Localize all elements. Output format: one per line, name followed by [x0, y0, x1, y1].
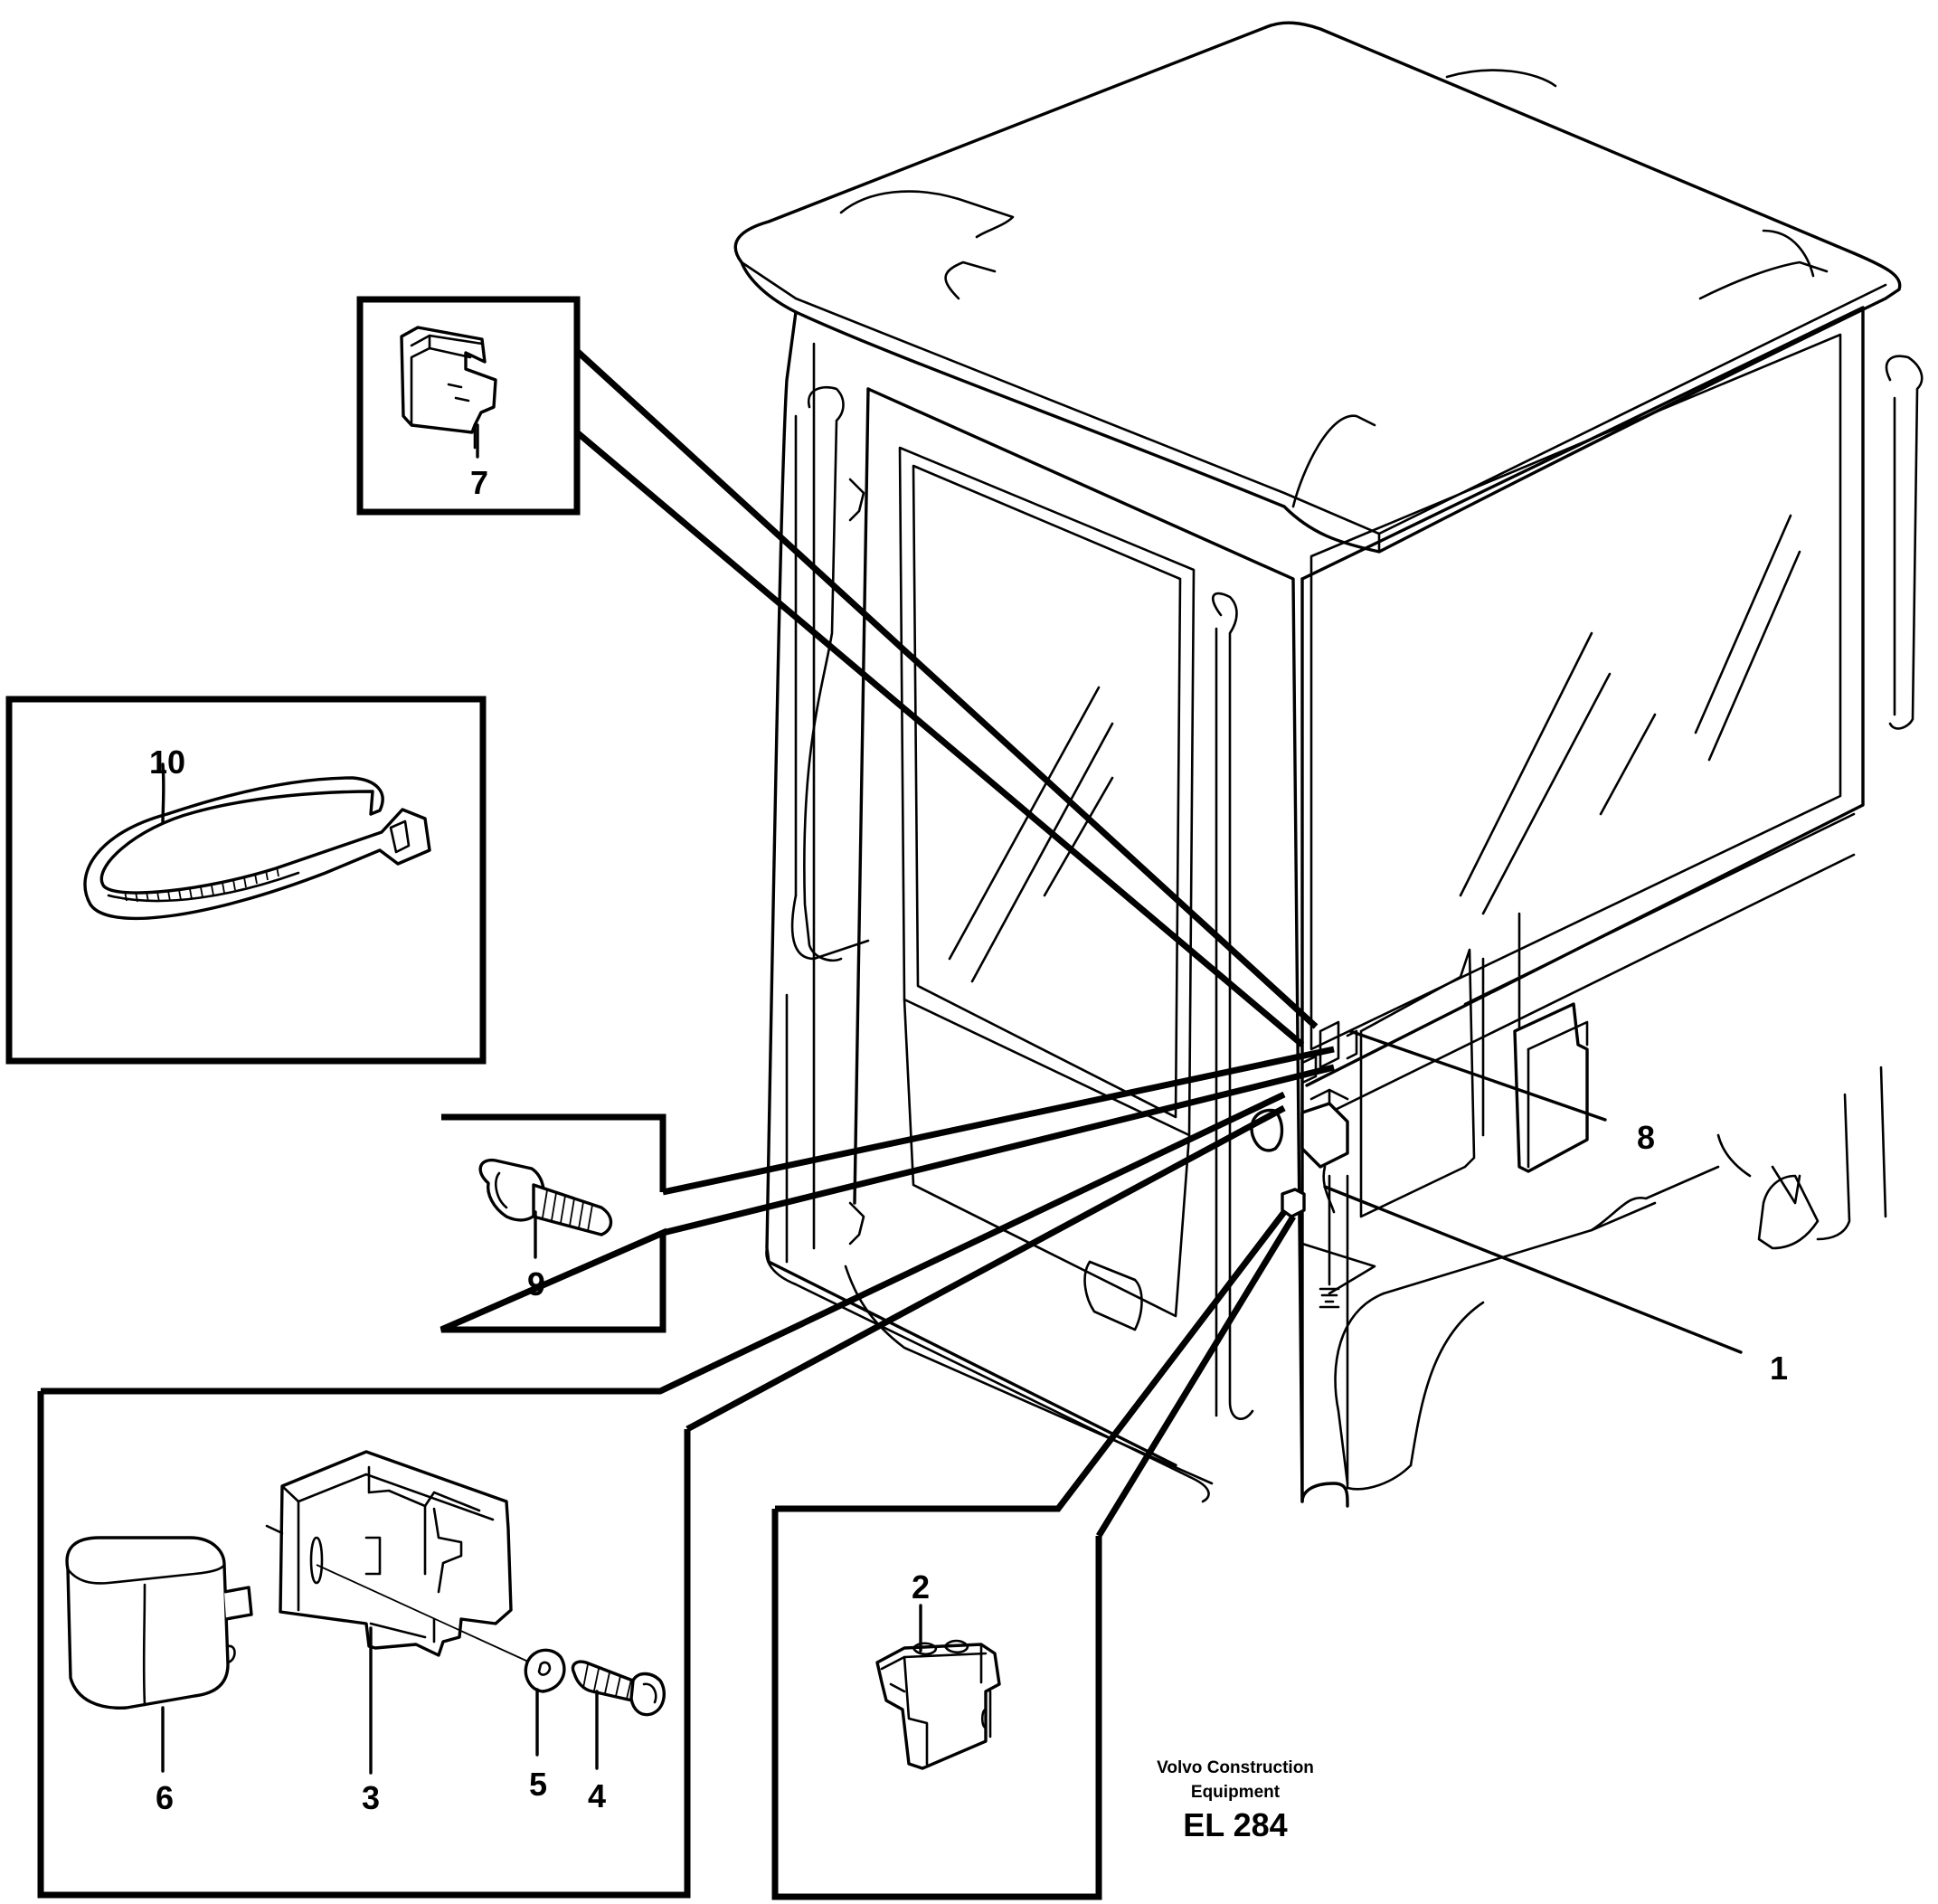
callout-8: 8	[1637, 1119, 1655, 1156]
callout-2: 2	[912, 1568, 930, 1606]
credit-line-2: Equipment	[1191, 1783, 1281, 1802]
screw-part	[571, 1660, 666, 1770]
callout-10: 10	[149, 744, 185, 781]
bolt-part	[478, 1158, 613, 1259]
detail-box-items-3-4-5-6: 6 3 5	[37, 1391, 691, 1899]
leader-lines	[41, 348, 1743, 1538]
fuse-part	[400, 326, 497, 459]
callout-4: 4	[588, 1777, 606, 1814]
callout-1: 1	[1770, 1350, 1788, 1387]
connector-part	[875, 1604, 1001, 1770]
drawing-code: EL 284	[1183, 1806, 1287, 1843]
cable-tie-part	[83, 763, 431, 921]
cab-illustration	[733, 21, 1924, 1508]
relay-part	[65, 1536, 253, 1773]
callout-5: 5	[529, 1766, 547, 1803]
washer-part	[524, 1648, 566, 1757]
credit-block: Volvo Construction Equipment EL 284	[1157, 1758, 1314, 1843]
detail-box-item-2: 2	[771, 1509, 1102, 1900]
detail-box-item-10: 10	[5, 696, 487, 1065]
callout-3: 3	[362, 1779, 380, 1816]
detail-box-item-7: 7	[356, 296, 581, 516]
bracket-part	[265, 1450, 539, 1775]
callout-7: 7	[470, 464, 488, 501]
callout-6: 6	[156, 1779, 174, 1816]
detail-box-item-9: 9	[440, 1113, 666, 1333]
callout-9: 9	[527, 1265, 545, 1302]
credit-line-1: Volvo Construction	[1157, 1758, 1314, 1777]
